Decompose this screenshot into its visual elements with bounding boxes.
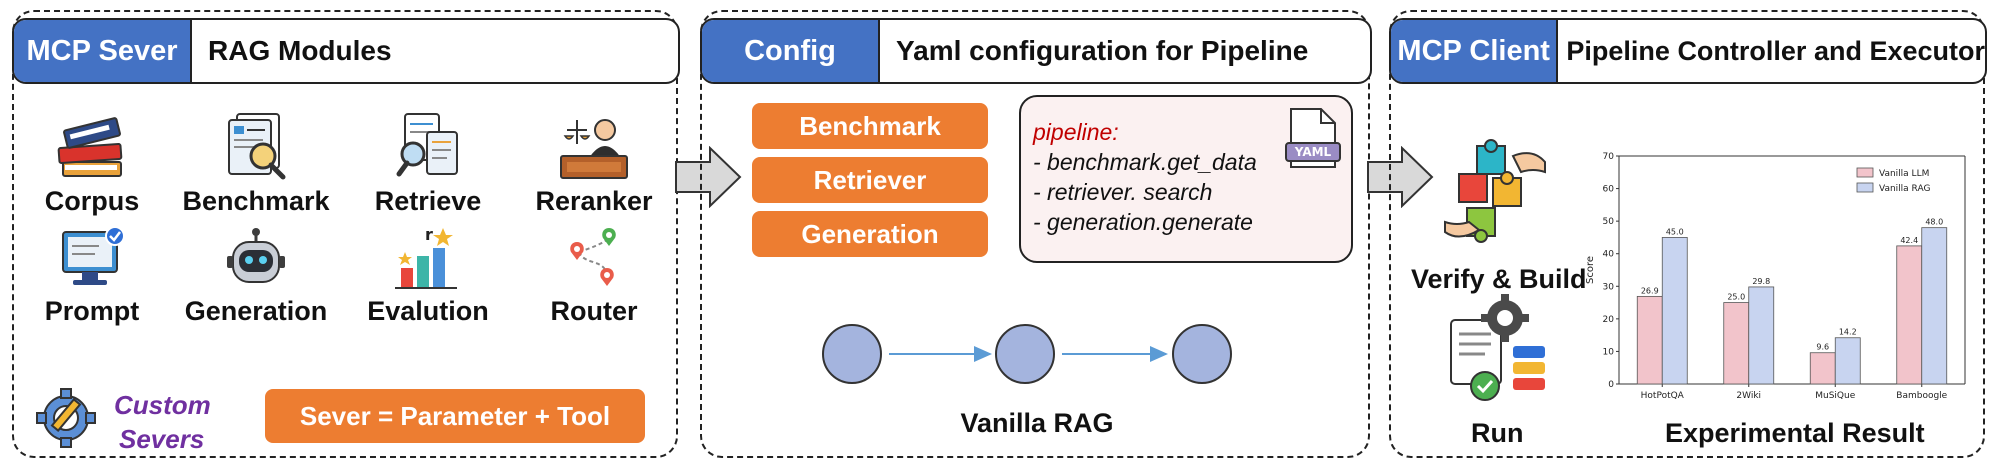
module-label: Benchmark: [182, 186, 330, 216]
experimental-result-label: Experimental Result: [1665, 418, 1925, 448]
mcp-client-title: Pipeline Controller and Executor: [1566, 35, 1985, 66]
yaml-key: pipeline:: [1033, 119, 1119, 145]
pipeline-node: [1172, 324, 1232, 384]
judge-icon: [560, 119, 628, 179]
books-icon: [57, 117, 123, 177]
module-label: Router: [550, 296, 638, 326]
arrow-right-icon: [1367, 146, 1434, 208]
bar: [1748, 286, 1775, 385]
config-panel: Config Yaml configuration for Pipeline B…: [700, 10, 1372, 458]
bar: [1723, 302, 1750, 385]
bar: [1896, 245, 1923, 385]
y-tick-label: 60: [1603, 185, 1615, 195]
document-magnifier-icon: [228, 113, 286, 180]
module-router: Router: [514, 226, 674, 327]
mcp-client-panel: MCP Client Pipeline Controller and Execu…: [1389, 10, 1987, 458]
y-tick-label: 20: [1603, 315, 1615, 325]
mcp-client-header: MCP Client Pipeline Controller and Execu…: [1389, 18, 1987, 84]
y-axis-label: Score: [1585, 256, 1596, 284]
gear-pencil-icon: [36, 388, 96, 448]
bar: [1809, 352, 1836, 385]
legend-swatch: [1856, 167, 1874, 178]
module-benchmark: Benchmark: [176, 110, 336, 217]
mcp-server-title: RAG Modules: [208, 35, 392, 66]
data-label: 45.0: [1666, 227, 1684, 236]
route-pins-icon: [570, 228, 616, 286]
arrow-right-icon: [675, 146, 742, 208]
legend-label: Vanilla RAG: [1879, 184, 1930, 194]
ranking-bars-icon: r: [395, 226, 457, 289]
legend-label: Vanilla LLM: [1879, 169, 1929, 179]
document-search-icon: [396, 113, 458, 177]
bar: [1834, 337, 1861, 385]
x-tick-label: HotPotQA: [1641, 391, 1685, 401]
x-tick-label: MuSiQue: [1815, 391, 1855, 401]
data-label: 29.8: [1752, 277, 1770, 286]
mcp-server-header: MCP Sever RAG Modules: [12, 18, 680, 84]
gear-flow-icon: [1450, 294, 1545, 401]
custom-severs-line2: Severs: [119, 424, 205, 454]
module-corpus: Corpus: [12, 110, 172, 217]
module-label: Retrieve: [374, 186, 482, 216]
y-tick-label: 0: [1608, 380, 1614, 390]
legend-swatch: [1856, 182, 1874, 193]
robot-icon: [227, 228, 285, 283]
pipeline-node: [822, 324, 882, 384]
yaml-box: pipeline: - benchmark.get_data - retriev…: [1019, 95, 1353, 263]
y-tick-label: 40: [1603, 250, 1615, 260]
monitor-check-icon: [62, 226, 125, 285]
data-label: 14.2: [1839, 328, 1857, 337]
yaml-line: - benchmark.get_data: [1033, 149, 1257, 175]
mcp-server-panel: MCP Sever RAG Modules Corpus Benchmark: [12, 10, 680, 458]
custom-severs-line1: Custom: [114, 390, 211, 420]
module-label: Reranker: [535, 186, 653, 216]
step-generation: Generation: [752, 211, 988, 257]
yaml-line: - retriever. search: [1033, 179, 1213, 205]
y-tick-label: 50: [1603, 217, 1615, 227]
svg-text:r: r: [425, 226, 433, 244]
module-label: Generation: [184, 296, 328, 326]
mcp-client-tag: MCP Client: [1391, 20, 1559, 82]
step-benchmark: Benchmark: [752, 103, 988, 149]
y-tick-label: 70: [1603, 152, 1615, 162]
x-tick-label: 2Wiki: [1736, 391, 1761, 401]
module-label: Prompt: [44, 296, 140, 326]
yaml-file-icon: YAML: [1285, 107, 1341, 169]
module-retrieve: Retrieve: [348, 110, 508, 217]
mcp-server-tag: MCP Sever: [14, 20, 192, 82]
yaml-badge-text: YAML: [1294, 145, 1332, 159]
module-evalution: r Evalution: [348, 226, 508, 327]
module-label: Evalution: [367, 296, 489, 326]
step-retriever: Retriever: [752, 157, 988, 203]
module-reranker: Reranker: [514, 110, 674, 217]
data-label: 9.6: [1816, 343, 1829, 352]
x-tick-label: Bamboogle: [1896, 391, 1947, 401]
y-tick-label: 10: [1603, 347, 1615, 357]
yaml-line: - generation.generate: [1033, 209, 1253, 235]
module-generation: Generation: [176, 226, 336, 327]
data-label: 48.0: [1925, 218, 1943, 227]
puzzle-hands-icon: [1444, 139, 1546, 243]
sever-formula-box: Sever = Parameter + Tool: [265, 389, 645, 443]
bar: [1921, 227, 1948, 385]
module-label: Corpus: [44, 186, 140, 216]
config-title: Yaml configuration for Pipeline: [896, 35, 1309, 66]
module-prompt: Prompt: [12, 226, 172, 327]
config-header: Config Yaml configuration for Pipeline: [700, 18, 1372, 84]
pipeline-graph: [822, 324, 1232, 384]
data-label: 25.0: [1727, 293, 1745, 302]
bar: [1636, 295, 1663, 385]
y-tick-label: 30: [1603, 282, 1615, 292]
pipeline-name: Vanilla RAG: [960, 408, 1114, 438]
bar: [1661, 237, 1688, 385]
run-label: Run: [1471, 418, 1524, 448]
data-label: 42.4: [1900, 236, 1918, 245]
verify-build-label: Verify & Build: [1411, 264, 1587, 294]
data-label: 26.9: [1641, 286, 1659, 295]
config-tag: Config: [702, 20, 880, 82]
pipeline-node: [995, 324, 1055, 384]
